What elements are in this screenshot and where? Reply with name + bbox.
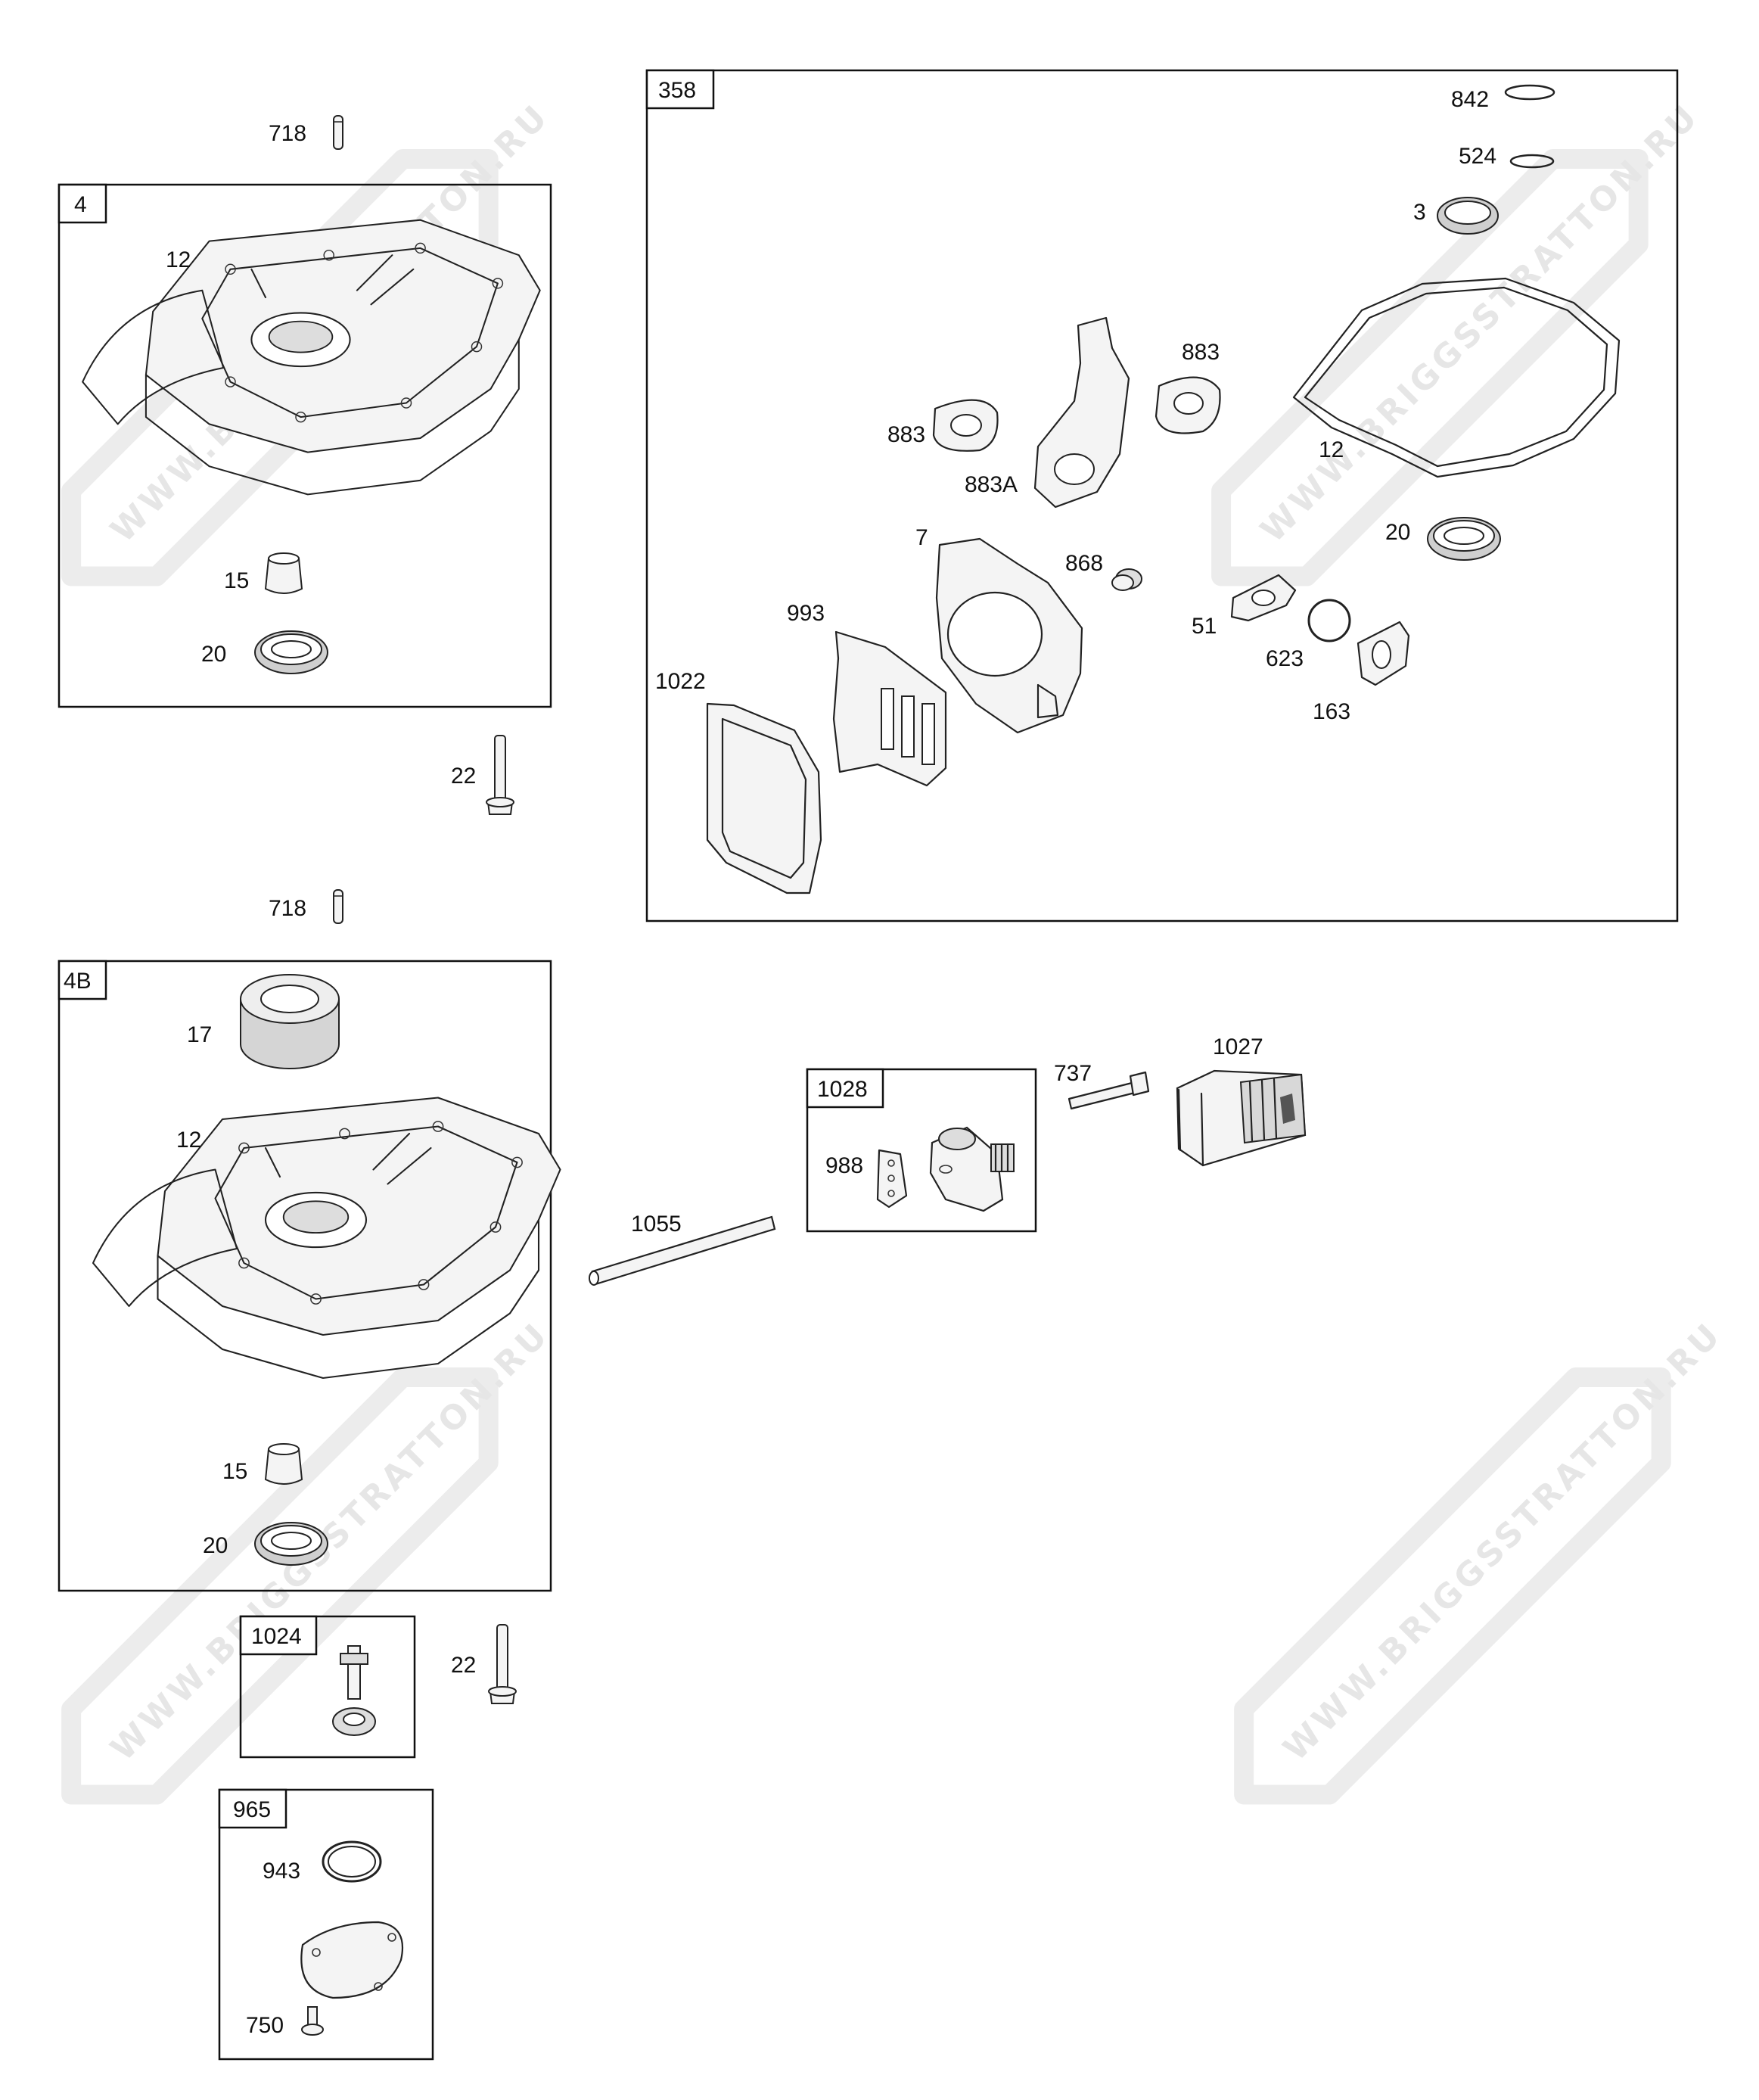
part-3-seal[interactable] [1437, 197, 1499, 235]
label-15: 15 [222, 1459, 247, 1484]
label-883: 883 [1182, 340, 1220, 365]
box-965: 965 [218, 1788, 434, 2061]
part-883-gasket-right[interactable] [1155, 376, 1221, 434]
part-15-cap[interactable] [265, 552, 303, 594]
label-623: 623 [1266, 646, 1304, 671]
box-4b-tag: 4B [64, 969, 92, 994]
part-883-gasket-left[interactable] [932, 399, 999, 452]
label-1022: 1022 [655, 669, 706, 694]
part-868-plug[interactable] [1111, 568, 1142, 591]
box-358-tag: 358 [658, 78, 696, 103]
label-1055: 1055 [631, 1212, 682, 1237]
box-358: 358 [645, 69, 1679, 922]
label-750: 750 [246, 2013, 284, 2038]
label-868: 868 [1065, 551, 1103, 576]
part-22-bolt[interactable] [488, 1624, 517, 1704]
box-4b: 4B [57, 960, 552, 1592]
part-51-gasket[interactable] [1230, 574, 1297, 622]
label-737: 737 [1054, 1061, 1092, 1086]
box-4: 4 [57, 183, 552, 708]
part-1024-gears[interactable] [332, 1645, 376, 1736]
part-750-screw[interactable] [301, 2006, 324, 2036]
label-12: 12 [1319, 437, 1344, 462]
label-17: 17 [187, 1022, 212, 1047]
part-737-bolt[interactable] [1068, 1071, 1150, 1110]
part-12-gasket[interactable] [1292, 277, 1621, 478]
part-943-oring[interactable] [322, 1840, 382, 1883]
box-4-tag: 4 [74, 192, 87, 217]
part-163-gasket[interactable] [1357, 621, 1410, 686]
box-1024-tag: 1024 [251, 1624, 302, 1649]
part-965-cover[interactable] [300, 1921, 404, 1999]
part-12-sump-4[interactable] [82, 219, 541, 496]
part-20-seal[interactable] [254, 1522, 328, 1566]
label-22: 22 [451, 1653, 476, 1678]
box-1028-tag: 1028 [817, 1077, 868, 1102]
part-1028-adapter[interactable] [929, 1126, 1015, 1212]
part-842-oring[interactable] [1504, 84, 1555, 101]
label-943: 943 [263, 1859, 300, 1884]
label-883A: 883A [965, 472, 1018, 497]
watermark-text: WWW.BRIGGSSTRATTON.RU [1276, 1314, 1730, 1769]
part-22-bolt[interactable] [486, 735, 514, 815]
watermark-text: WWW.BRIGGSSTRATTON.RU [104, 1314, 558, 1769]
label-988: 988 [825, 1153, 863, 1178]
label-51: 51 [1192, 614, 1217, 639]
box-1028: 1028 [806, 1068, 1037, 1233]
part-1022-gasket[interactable] [706, 702, 822, 894]
part-1027-filter[interactable] [1176, 1069, 1307, 1167]
part-718-mid[interactable] [333, 889, 343, 924]
label-163: 163 [1313, 699, 1350, 724]
label-3: 3 [1413, 200, 1426, 225]
label-883: 883 [887, 422, 925, 447]
part-988-gasket[interactable] [876, 1149, 908, 1209]
label-20: 20 [203, 1533, 228, 1558]
box-1024: 1024 [239, 1615, 416, 1759]
box-965-tag: 965 [233, 1797, 271, 1822]
part-20-seal[interactable] [254, 630, 328, 674]
label-993: 993 [787, 601, 825, 626]
label-524: 524 [1459, 144, 1496, 169]
part-1055-tube[interactable] [589, 1215, 776, 1286]
part-7-head-gasket[interactable] [935, 537, 1083, 734]
part-12-sump-4b[interactable] [92, 1097, 561, 1380]
label-20: 20 [201, 642, 226, 667]
part-718-top[interactable] [333, 115, 343, 150]
label-718: 718 [269, 896, 306, 921]
part-524-oring[interactable] [1509, 154, 1555, 169]
part-15-cap[interactable] [265, 1443, 303, 1485]
label-7: 7 [915, 525, 928, 550]
label-15: 15 [224, 568, 249, 593]
part-17-bearing[interactable] [240, 974, 340, 1069]
label-718: 718 [269, 121, 306, 146]
label-842: 842 [1451, 87, 1489, 112]
label-12: 12 [176, 1128, 201, 1153]
part-623-oring[interactable] [1307, 599, 1351, 642]
part-993-gasket[interactable] [832, 630, 947, 787]
part-20-seal[interactable] [1427, 517, 1501, 561]
label-1027: 1027 [1213, 1034, 1263, 1059]
label-12: 12 [166, 247, 191, 272]
label-22: 22 [451, 764, 476, 789]
label-20: 20 [1385, 520, 1410, 545]
part-883A-plate[interactable] [1033, 316, 1130, 509]
